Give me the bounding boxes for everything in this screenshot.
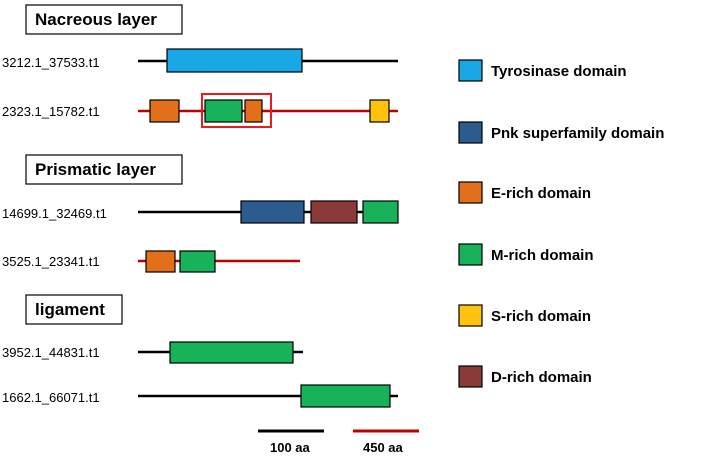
d-rich-domain — [310, 200, 358, 224]
section-prismatic: Prismatic layer — [25, 154, 183, 185]
protein-row-5: 3952.1_44831.t1 — [2, 341, 303, 364]
legend-item-e-rich: E-rich domain — [458, 181, 591, 204]
legend-item-d-rich: D-rich domain — [458, 365, 592, 388]
m-rich-domain — [300, 384, 391, 408]
m-rich-domain — [169, 341, 294, 364]
legend-label-e-rich: E-rich domain — [491, 185, 591, 202]
s-rich-domain — [369, 99, 390, 123]
legend-swatch-s-rich — [458, 304, 483, 327]
section-ligament-label: ligament — [35, 300, 105, 319]
section-nacreous: Nacreous layer — [25, 4, 183, 35]
protein-label-3: 14699.1_32469.t1 — [2, 206, 107, 221]
legend-swatch-e-rich — [458, 181, 483, 204]
protein-label-1: 3212.1_37533.t1 — [2, 55, 100, 70]
e-rich-domain — [149, 99, 180, 123]
protein-row-2: 2323.1_15782.t1 — [2, 93, 398, 128]
e-rich-domain — [244, 99, 263, 123]
protein-row-1: 3212.1_37533.t1 — [2, 48, 398, 73]
legend-label-tyrosinase: Tyrosinase domain — [491, 63, 627, 80]
legend-label-s-rich: S-rich domain — [491, 308, 591, 325]
protein-row-3: 14699.1_32469.t1 — [2, 200, 399, 224]
legend-item-m-rich: M-rich domain — [458, 243, 594, 266]
scale-bar-black: 100 aa — [258, 429, 324, 455]
protein-row-4: 3525.1_23341.t1 — [2, 250, 300, 273]
legend-label-m-rich: M-rich domain — [491, 247, 594, 264]
section-ligament: ligament — [25, 294, 123, 325]
section-prismatic-label: Prismatic layer — [35, 160, 156, 179]
protein-label-4: 3525.1_23341.t1 — [2, 254, 100, 269]
m-rich-domain — [362, 200, 399, 224]
legend-item-tyrosinase: Tyrosinase domain — [458, 59, 627, 82]
tyrosinase-domain — [166, 48, 303, 73]
pnk-domain — [240, 200, 305, 224]
scale-label-black: 100 aa — [270, 440, 311, 455]
protein-label-2: 2323.1_15782.t1 — [2, 104, 100, 119]
legend: Tyrosinase domain Pnk superfamily domain… — [458, 59, 664, 388]
legend-item-s-rich: S-rich domain — [458, 304, 591, 327]
highlight-box — [201, 93, 272, 128]
legend-swatch-d-rich — [458, 365, 483, 388]
protein-label-6: 1662.1_66071.t1 — [2, 390, 100, 405]
m-rich-domain — [204, 99, 243, 123]
legend-item-pnk: Pnk superfamily domain — [458, 121, 664, 144]
legend-label-d-rich: D-rich domain — [491, 369, 592, 386]
protein-row-6: 1662.1_66071.t1 — [2, 384, 398, 408]
section-nacreous-label: Nacreous layer — [35, 10, 157, 29]
protein-label-5: 3952.1_44831.t1 — [2, 345, 100, 360]
e-rich-domain — [145, 250, 176, 273]
legend-swatch-m-rich — [458, 243, 483, 266]
scale-bar-red: 450 aa — [353, 429, 419, 455]
legend-label-pnk: Pnk superfamily domain — [491, 125, 664, 142]
legend-swatch-pnk — [458, 121, 483, 144]
m-rich-domain — [179, 250, 216, 273]
legend-swatch-tyrosinase — [458, 59, 483, 82]
scale-label-red: 450 aa — [363, 440, 404, 455]
